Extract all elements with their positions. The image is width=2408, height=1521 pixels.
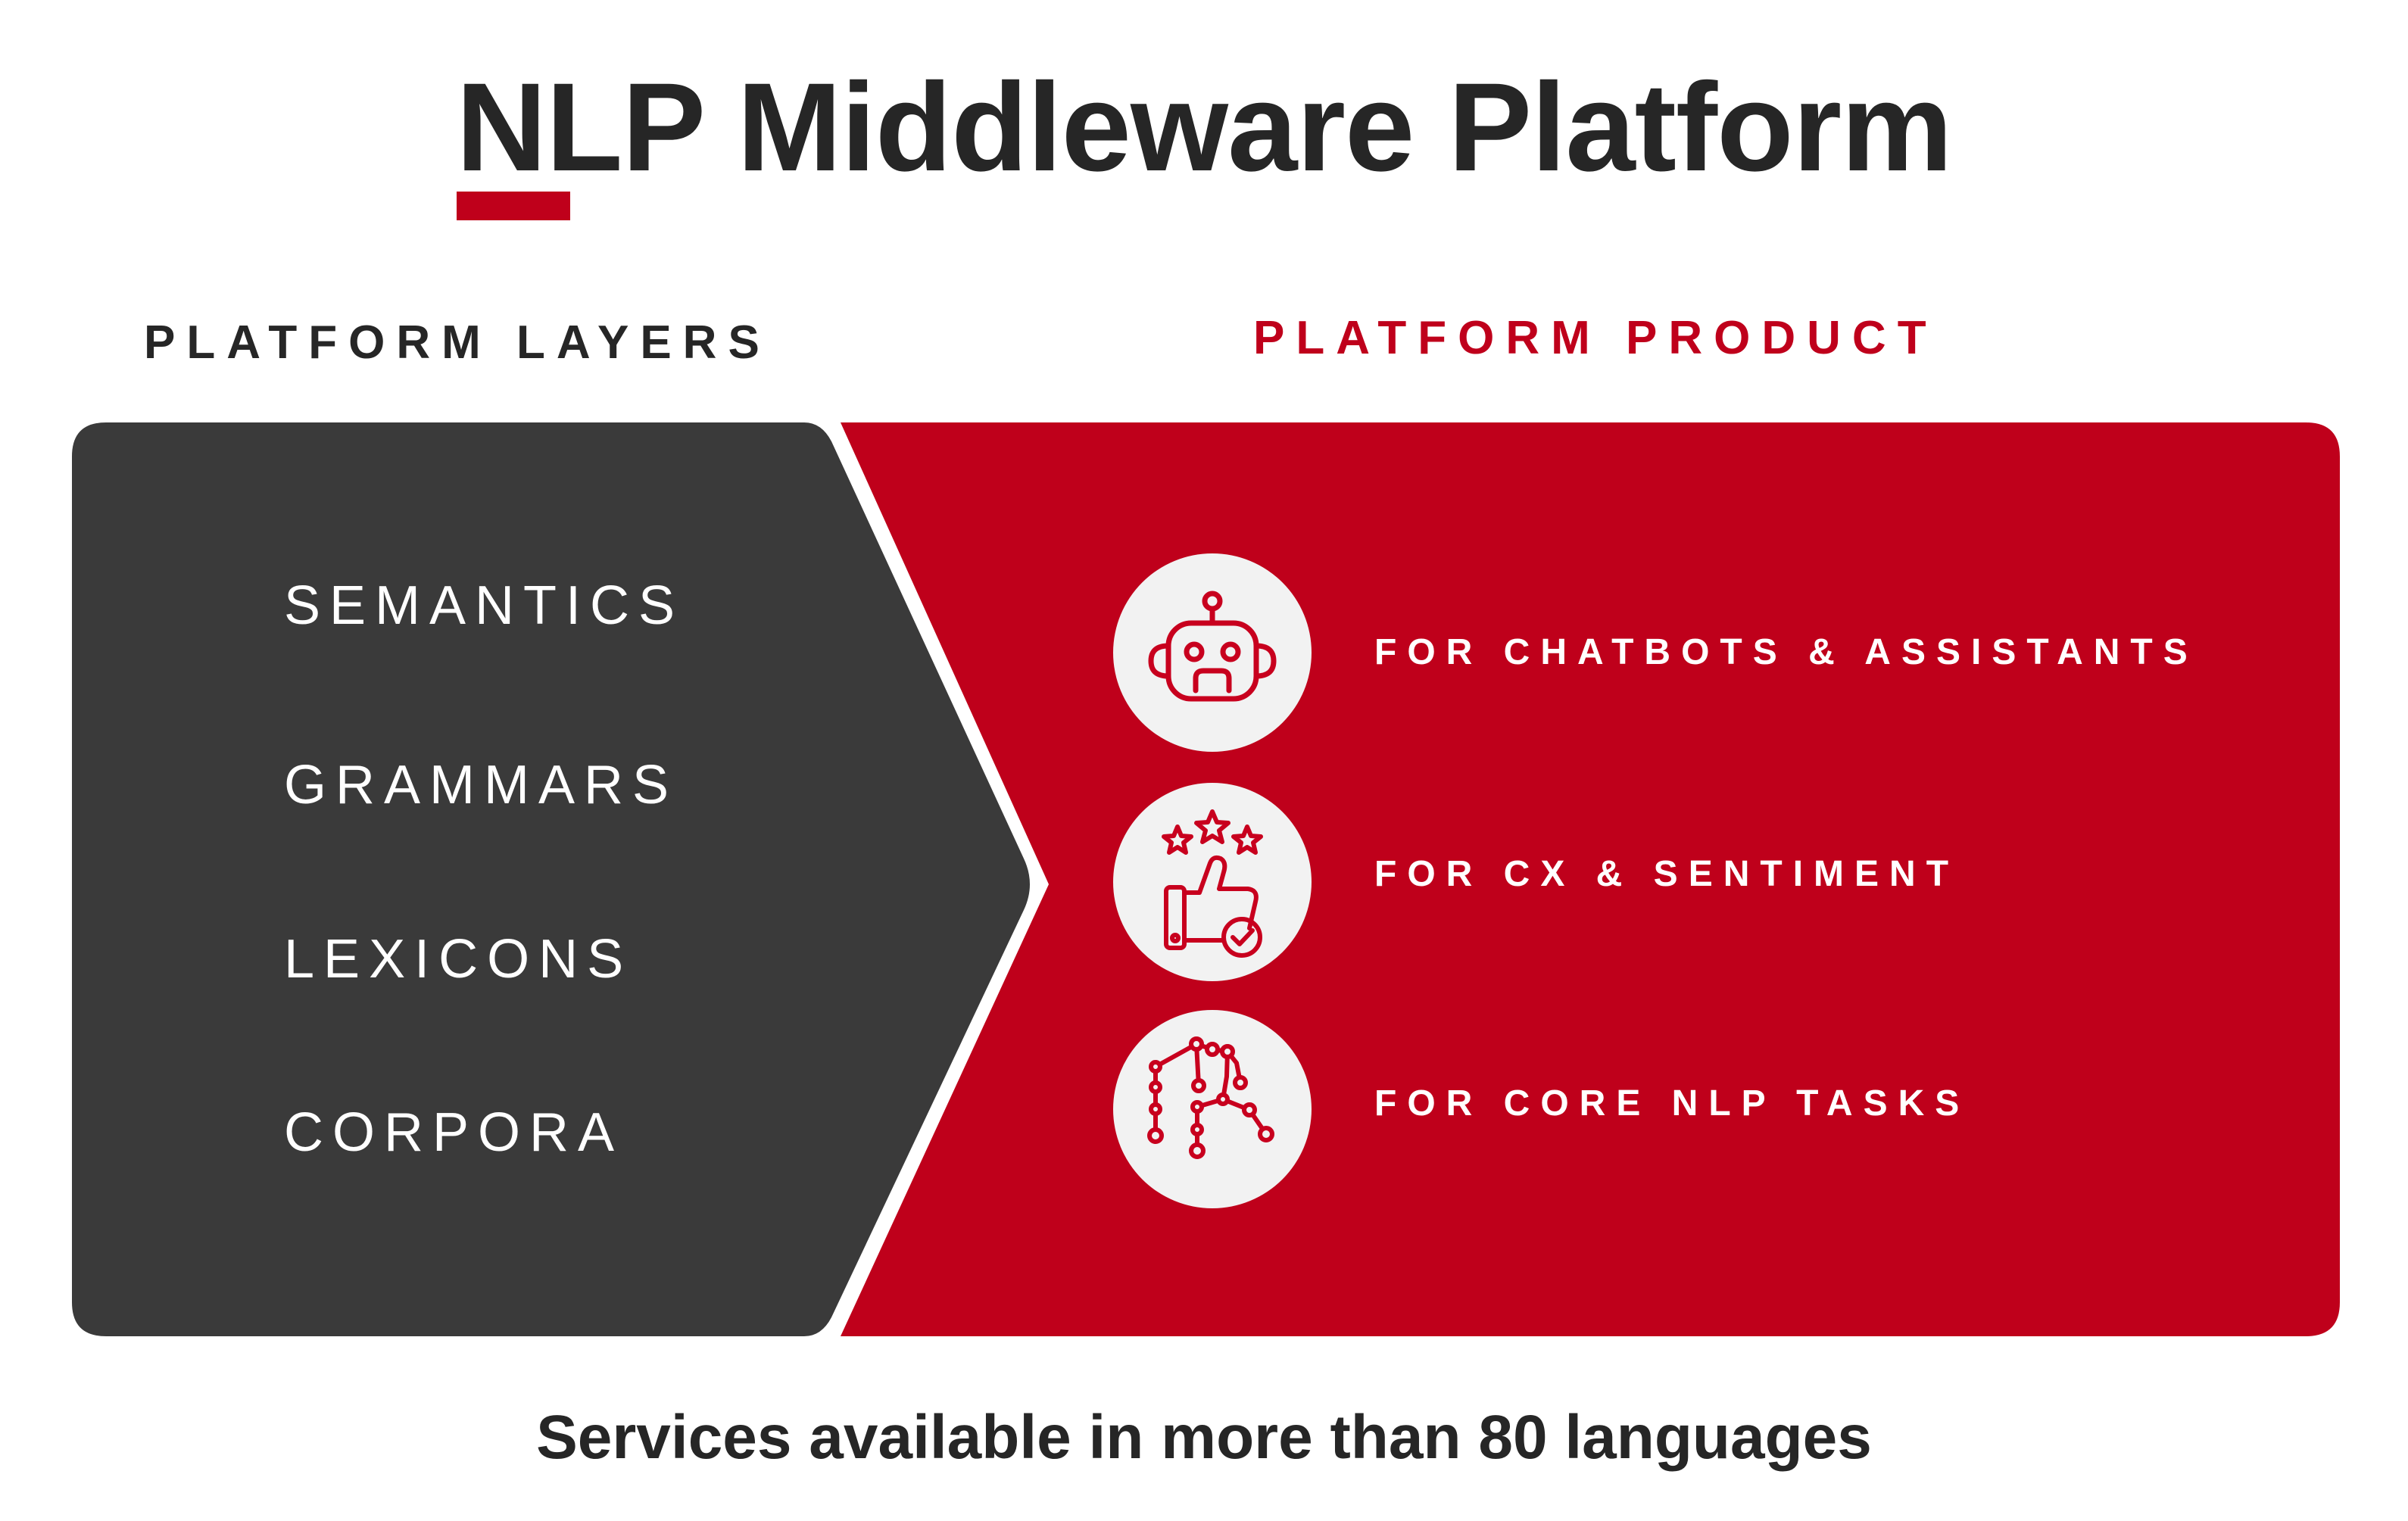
- sentiment-icon-circle: [1113, 783, 1312, 981]
- nlp-tasks-icon-circle: [1113, 1010, 1312, 1208]
- robot-icon: [1148, 591, 1277, 702]
- layer-semantics: SEMANTICS: [284, 575, 685, 636]
- product-label-cx-sentiment: FOR CX & SENTIMENT: [1374, 854, 1960, 894]
- thumbs-up-stars-icon: [1162, 809, 1263, 958]
- layer-lexicons: LEXICONS: [284, 929, 633, 990]
- layers-chevron-panel: [72, 422, 1030, 1336]
- product-label-core-nlp: FOR CORE NLP TASKS: [1374, 1083, 1970, 1124]
- platform-layers-heading: PLATFORM LAYERS: [144, 316, 771, 369]
- title-underline: [457, 192, 570, 220]
- platform-product-heading: PLATFORM PRODUCT: [1253, 312, 1938, 364]
- languages-footer: Services available in more than 80 langu…: [536, 1403, 1872, 1472]
- layer-grammars: GRAMMARS: [284, 755, 678, 815]
- syntax-tree-icon: [1147, 1036, 1274, 1159]
- chatbot-icon-circle: [1113, 553, 1312, 752]
- layer-corpora: CORPORA: [284, 1102, 624, 1163]
- product-label-chatbots: FOR CHATBOTS & ASSISTANTS: [1374, 632, 2198, 672]
- page-title: NLP Middleware Platform: [456, 58, 1953, 198]
